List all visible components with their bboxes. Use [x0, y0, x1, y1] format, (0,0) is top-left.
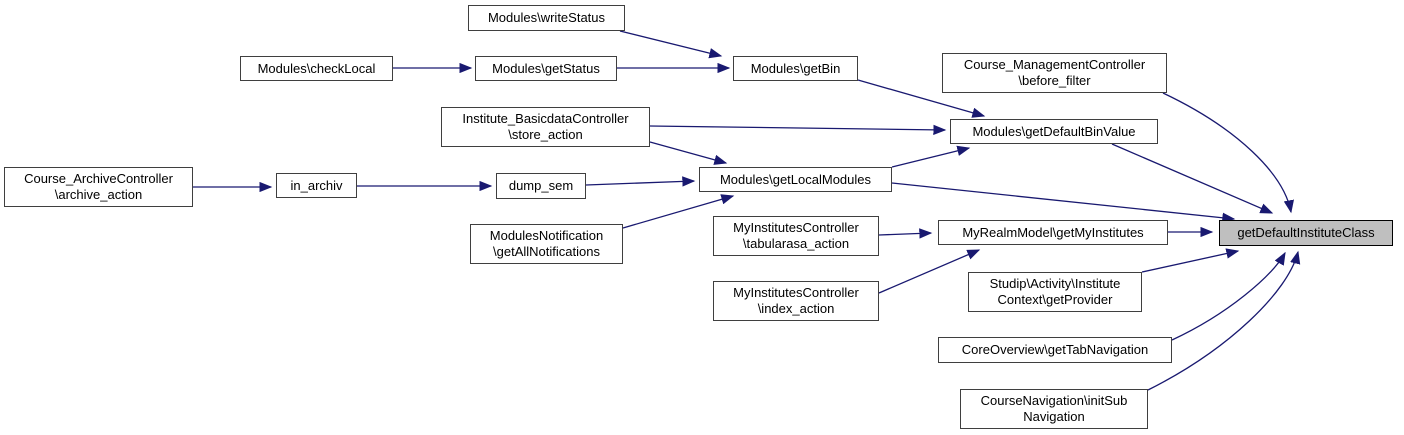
- edge-getallnotifications-to-getlocalmodules: [622, 194, 735, 229]
- edge-beforefilter-to-getdefaultinstituteclass: [1162, 92, 1294, 214]
- node-coreoverview-gettabnavigation[interactable]: CoreOverview\getTabNavigation: [938, 337, 1172, 363]
- node-modules-getdefaultbinvalue[interactable]: Modules\getDefaultBinValue: [950, 119, 1158, 144]
- edge-getprovider-to-getdefaultinstituteclass: [1141, 248, 1240, 273]
- node-getdefaultinstituteclass[interactable]: getDefaultInstituteClass: [1219, 220, 1393, 246]
- edge-dumpsem-to-getlocalmodules: [585, 176, 696, 187]
- edge-getdefaultbinvalue-to-getdefaultinstituteclass: [1111, 143, 1274, 214]
- node-modules-writestatus[interactable]: Modules\writeStatus: [468, 5, 625, 31]
- node-dump-sem[interactable]: dump_sem: [496, 173, 586, 199]
- node-modules-getlocalmodules[interactable]: Modules\getLocalModules: [699, 167, 892, 192]
- edge-getbin-to-getdefaultbinvalue: [857, 79, 986, 118]
- node-modules-checklocal[interactable]: Modules\checkLocal: [240, 56, 393, 81]
- edge-getlocalmodules-to-getdefaultbinvalue: [891, 145, 971, 168]
- edge-initsubnavigation-to-getdefaultinstituteclass: [1147, 250, 1301, 391]
- edge-storeaction-to-getlocalmodules: [649, 141, 728, 165]
- node-modulesnotification-getallnotifications[interactable]: ModulesNotification \getAllNotifications: [470, 224, 623, 264]
- node-coursenavigation-initsubnavigation[interactable]: CourseNavigation\initSub Navigation: [960, 389, 1148, 429]
- edge-indexaction-to-getmyinstitutes: [878, 249, 981, 294]
- edge-writestatus-to-getbin: [619, 30, 723, 59]
- node-institute-basicdatacontroller-store-action[interactable]: Institute_BasicdataController \store_act…: [441, 107, 650, 147]
- node-course-archivecontroller-archive-action[interactable]: Course_ArchiveController \archive_action: [4, 167, 193, 207]
- edge-gettabnavigation-to-getdefaultinstituteclass: [1171, 251, 1286, 341]
- node-modules-getbin[interactable]: Modules\getBin: [733, 56, 858, 81]
- edge-getlocalmodules-to-getdefaultinstituteclass: [891, 182, 1236, 223]
- node-myrealmmodel-getmyinstitutes[interactable]: MyRealmModel\getMyInstitutes: [938, 220, 1168, 245]
- node-studip-activity-institutecontext-getprovider[interactable]: Studip\Activity\Institute Context\getPro…: [968, 272, 1142, 312]
- node-in-archiv[interactable]: in_archiv: [276, 173, 357, 198]
- node-myinstitutescontroller-tabularasa-action[interactable]: MyInstitutesController \tabularasa_actio…: [713, 216, 879, 256]
- node-modules-getstatus[interactable]: Modules\getStatus: [475, 56, 617, 81]
- node-myinstitutescontroller-index-action[interactable]: MyInstitutesController \index_action: [713, 281, 879, 321]
- node-course-managementcontroller-before-filter[interactable]: Course_ManagementController \before_filt…: [942, 53, 1167, 93]
- edge-tabularasa-to-getmyinstitutes: [878, 228, 933, 239]
- edge-storeaction-to-getdefaultbinvalue: [649, 124, 947, 136]
